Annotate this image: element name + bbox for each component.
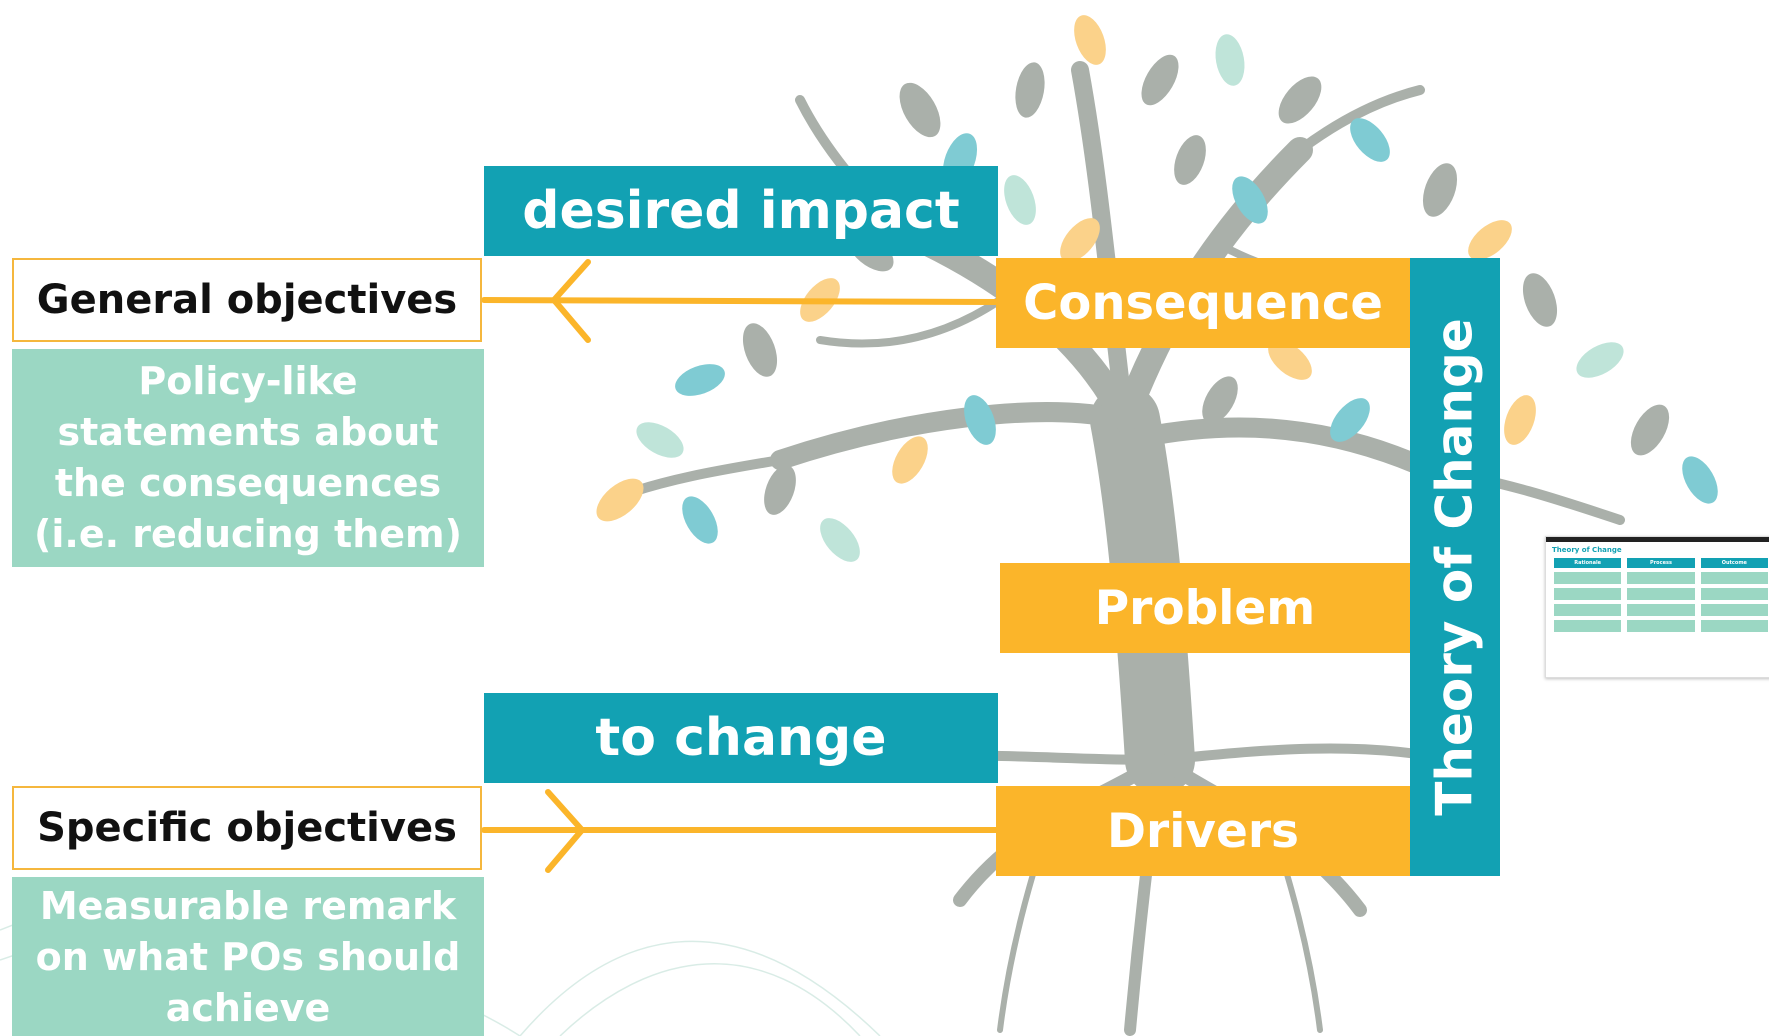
thumbnail-column: Outcome [1700,558,1768,632]
thumbnail-cell [1700,588,1768,600]
problem-label: Problem [1094,580,1316,636]
general-objectives-description: Policy-like statements about the consequ… [12,349,484,567]
specific-objectives-label: Specific objectives [37,805,457,851]
thumbnail-column-header: Rationale [1554,558,1622,568]
thumbnail-cell [1627,620,1695,632]
thumbnail-column-header: Outcome [1700,558,1768,568]
thumbnail-table: Rationale Process Outcome [1546,558,1769,632]
general-objectives-text: Policy-like statements about the consequ… [33,359,463,556]
to-change-bar: to change [484,693,998,783]
to-change-label: to change [595,708,887,768]
desired-impact-label: desired impact [522,181,960,241]
specific-objectives-text: Measurable remark on what POs should ach… [35,884,461,1030]
theory-of-change-thumbnail: Theory of Change Rationale Process Outco… [1545,536,1769,678]
thumbnail-column: Process [1627,558,1695,632]
thumbnail-cell [1700,620,1768,632]
thumbnail-column: Rationale [1554,558,1622,632]
thumbnail-cell [1554,620,1622,632]
right-arrow [481,789,999,873]
problem-box: Problem [1000,563,1410,653]
thumbnail-cell [1554,588,1622,600]
thumbnail-column-header: Process [1627,558,1695,568]
thumbnail-cell [1700,572,1768,584]
theory-of-change-label: Theory of Change [1426,318,1484,816]
drivers-label: Drivers [1107,803,1299,859]
thumbnail-cell [1554,604,1622,616]
desired-impact-bar: desired impact [484,166,998,256]
thumbnail-cell [1554,572,1622,584]
specific-objectives-box: Specific objectives [12,786,482,870]
thumbnail-cell [1627,604,1695,616]
thumbnail-title: Theory of Change [1552,546,1622,554]
drivers-box: Drivers [996,786,1410,876]
thumbnail-cell [1627,588,1695,600]
theory-of-change-bar: Theory of Change [1410,258,1500,876]
left-arrow [481,259,999,343]
consequence-box: Consequence [996,258,1410,348]
general-objectives-box: General objectives [12,258,482,342]
thumbnail-header-strip [1546,537,1769,542]
general-objectives-label: General objectives [36,277,458,323]
thumbnail-cell [1627,572,1695,584]
consequence-label: Consequence [1023,275,1383,331]
thumbnail-cell [1700,604,1768,616]
specific-objectives-description: Measurable remark on what POs should ach… [12,877,484,1036]
